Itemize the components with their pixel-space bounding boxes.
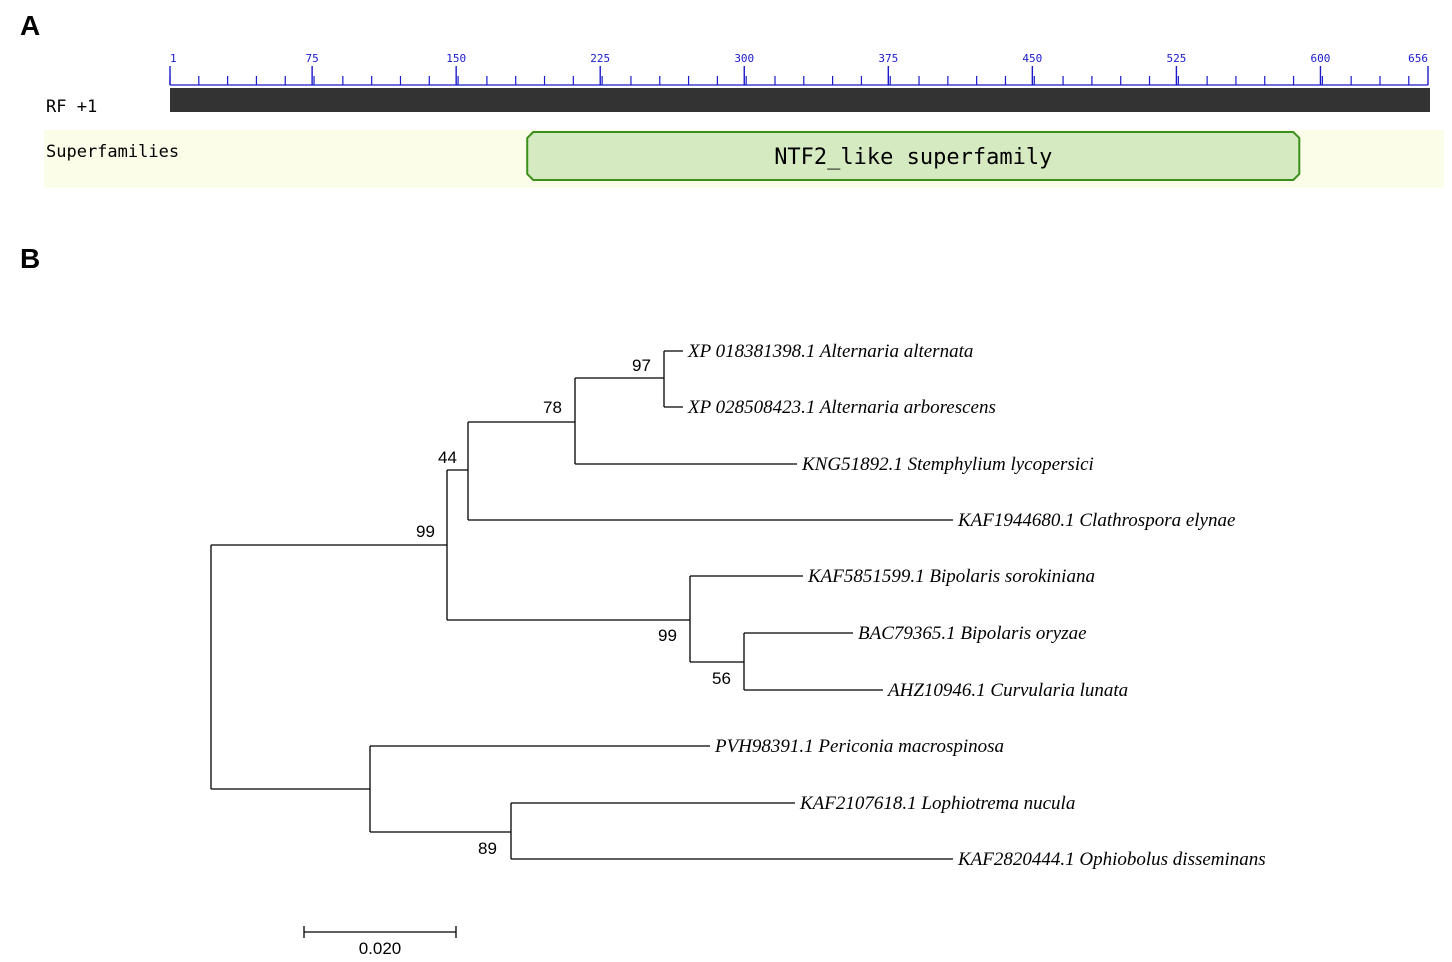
ntf2-domain-box[interactable] — [526, 131, 1301, 181]
taxon-label: AHZ10946.1 Curvularia lunata — [886, 680, 1128, 701]
taxon-label: PVH98391.1 Periconia macrospinosa — [714, 736, 1004, 757]
taxon-label: XP 018381398.1 Alternaria alternata — [687, 341, 973, 362]
taxon-label: KAF2107618.1 Lophiotrema nucula — [799, 793, 1075, 814]
scale-bar: 0.020 — [303, 926, 457, 958]
bootstrap-value: 44 — [438, 448, 457, 467]
ruler-label: 375 — [878, 52, 898, 65]
reading-frame-label: RF +1 — [46, 97, 97, 117]
ruler-label: 600 — [1311, 52, 1331, 65]
ruler-label: 300 — [734, 52, 754, 65]
taxon-label: KAF1944680.1 Clathrospora elynae — [957, 510, 1235, 531]
scale-bar-line — [303, 926, 457, 938]
superfamilies-label: Superfamilies — [46, 142, 179, 162]
ruler-label: 150 — [446, 52, 466, 65]
bootstrap-value: 99 — [416, 522, 435, 541]
ruler-labels: 1 75 150 225 300 375 450 525 600 656 — [169, 52, 1429, 85]
ruler-label: 225 — [590, 52, 610, 65]
ruler-label: 656 — [1408, 52, 1428, 65]
taxon-label: KAF5851599.1 Bipolaris sorokiniana — [807, 566, 1095, 587]
bootstrap-value: 99 — [658, 626, 677, 645]
bootstrap-value: 78 — [543, 398, 562, 417]
sequence-bar — [170, 88, 1430, 112]
taxon-label: XP 028508423.1 Alternaria arborescens — [687, 397, 996, 418]
ruler-label: 75 — [306, 52, 319, 65]
bootstrap-value: 97 — [632, 356, 651, 375]
bootstrap-value: 56 — [712, 669, 731, 688]
ntf2-domain-label: NTF2_like superfamily — [774, 145, 1052, 170]
ruler-label: 450 — [1022, 52, 1042, 65]
taxon-label: BAC79365.1 Bipolaris oryzae — [858, 623, 1087, 644]
scale-bar-label: 0.020 — [359, 939, 402, 958]
panel-b-letter: B — [20, 243, 40, 274]
ruler-label: 525 — [1166, 52, 1186, 65]
taxon-label: KAF2820444.1 Ophiobolus disseminans — [957, 849, 1266, 870]
position-ruler — [169, 76, 1428, 86]
panel-a-letter: A — [20, 10, 40, 41]
phylogenetic-tree — [210, 350, 953, 860]
ruler-label: 1 — [170, 52, 177, 65]
bootstrap-value: 89 — [478, 839, 497, 858]
taxon-label: KNG51892.1 Stemphylium lycopersici — [801, 454, 1094, 475]
